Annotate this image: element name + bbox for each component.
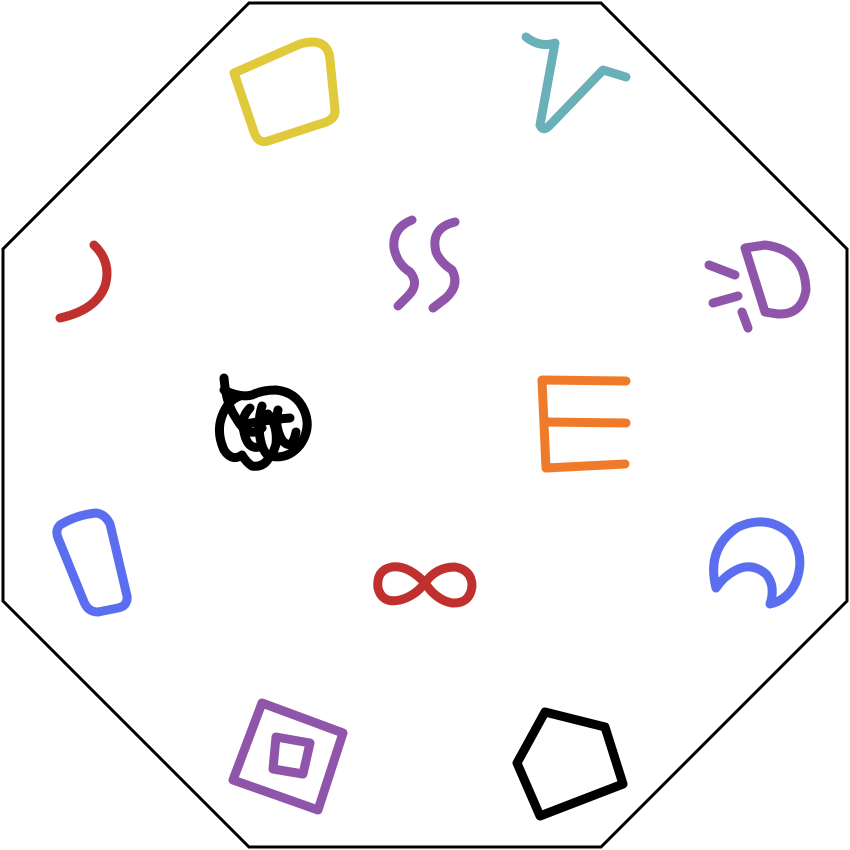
double-s-symbol[interactable] [389, 215, 460, 313]
scribble-knot-symbol[interactable] [214, 373, 312, 471]
rays-d-symbol[interactable] [704, 240, 811, 333]
pentagon-symbol[interactable] [512, 707, 628, 821]
crescent-symbol[interactable] [709, 517, 805, 609]
hook-arc-symbol[interactable] [55, 240, 112, 323]
letter-e-symbol[interactable] [537, 375, 631, 473]
rounded-rect-symbol[interactable] [52, 508, 132, 617]
square-dots-symbol[interactable] [229, 37, 340, 147]
check-symbol[interactable] [521, 32, 631, 134]
nested-squares-symbol[interactable] [228, 698, 348, 815]
infinity-symbol[interactable] [373, 562, 477, 608]
